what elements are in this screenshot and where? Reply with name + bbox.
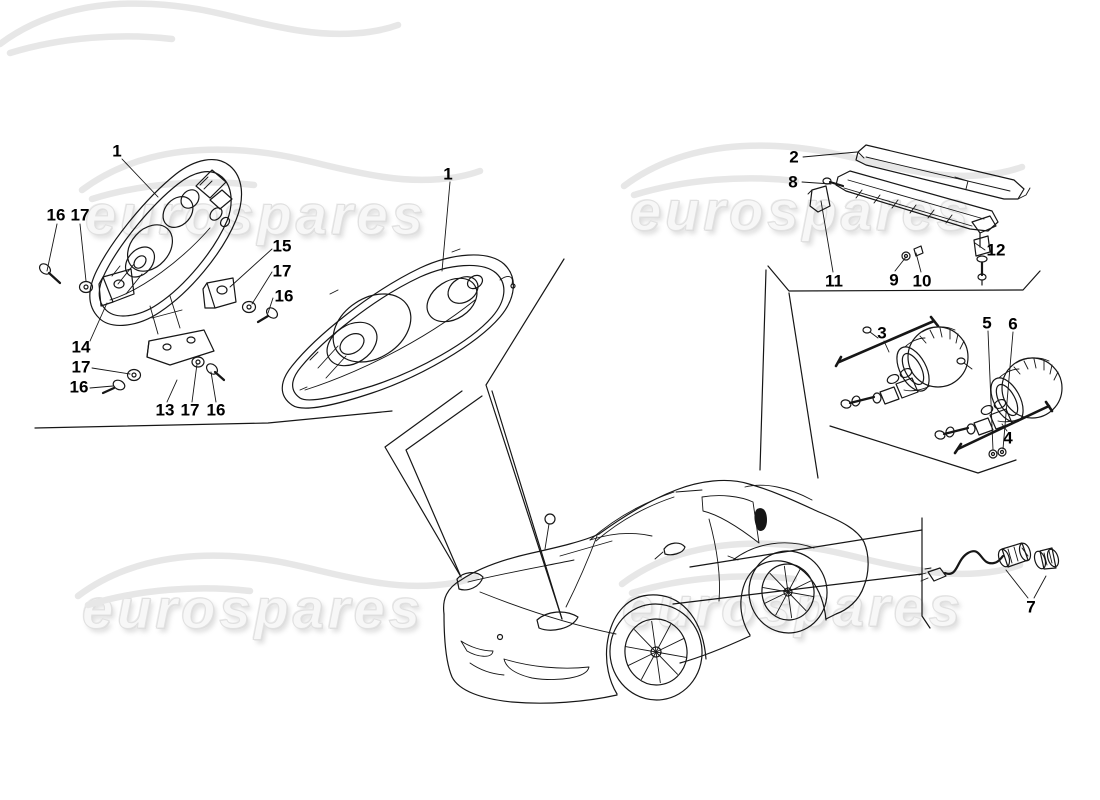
car-right-headlight (536, 611, 579, 631)
part-number-callout[interactable]: 12 (986, 240, 1006, 260)
part-number-callout[interactable]: 16 (274, 286, 294, 306)
part-number-callout[interactable]: 1 (443, 164, 453, 184)
rear-wheel (748, 550, 828, 634)
part-number-callout[interactable]: 9 (889, 270, 899, 290)
part-number-callout[interactable]: 8 (788, 172, 798, 192)
part-number-callout[interactable]: 13 (155, 400, 175, 420)
watermark-text: eurospares (82, 577, 424, 641)
part-number-callout[interactable]: 15 (272, 236, 292, 256)
part-number-callout[interactable]: 7 (1026, 597, 1036, 617)
part-number-callout[interactable]: 17 (180, 400, 200, 420)
fastener-nuts (988, 447, 1007, 459)
power-cable-drawing (918, 542, 1060, 582)
part-number-callout[interactable]: 6 (1008, 314, 1018, 334)
part-number-callout[interactable]: 16 (69, 377, 89, 397)
part-number-callout[interactable]: 17 (71, 357, 91, 377)
part-number-callout[interactable]: 17 (70, 205, 90, 225)
fog-lamp-drawing (840, 326, 969, 409)
car-outline-drawing (442, 479, 869, 704)
part-number-callout[interactable]: 17 (272, 261, 292, 281)
part-number-callout[interactable]: 1 (112, 141, 122, 161)
headlight-lens-drawing (281, 248, 516, 409)
part-number-callout[interactable]: 16 (206, 400, 226, 420)
front-wheel (609, 603, 703, 701)
part-number-callout[interactable]: 3 (877, 323, 887, 343)
part-number-callout[interactable]: 14 (71, 337, 91, 357)
headlight-mounting-brackets (38, 263, 279, 395)
range-braces (834, 315, 1054, 455)
part-number-callout[interactable]: 2 (789, 147, 799, 167)
part-number-callout[interactable]: 16 (46, 205, 66, 225)
part-number-callout[interactable]: 4 (1003, 428, 1013, 448)
group-boundary-lines (34, 258, 1041, 629)
car-left-headlight (456, 572, 484, 591)
fog-lamp-group-drawing (840, 326, 1064, 459)
third-brake-light-drawing (807, 144, 1031, 286)
part-number-callout[interactable]: 10 (912, 271, 932, 291)
watermark-text: eurospares (85, 183, 427, 247)
headlight-assembly-drawing (89, 159, 243, 335)
part-number-callout[interactable]: 5 (982, 313, 992, 333)
swoosh-watermarks (0, 0, 1022, 605)
part-number-callout[interactable]: 11 (825, 271, 843, 291)
